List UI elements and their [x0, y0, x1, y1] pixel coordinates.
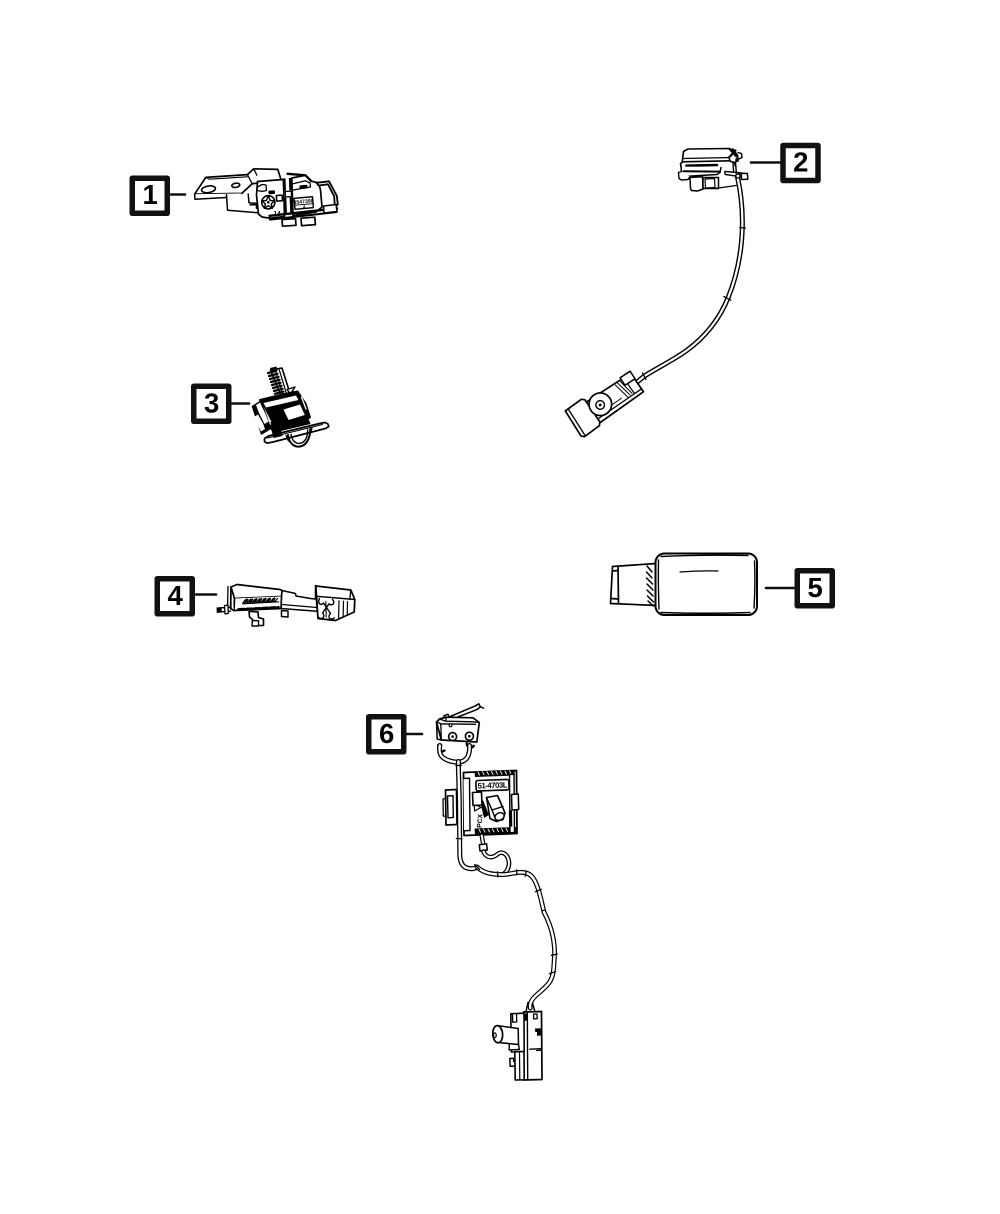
svg-text:4: 4 [303, 204, 306, 209]
svg-text:4: 4 [168, 580, 184, 611]
svg-text:3547398: 3547398 [293, 198, 314, 206]
svg-text:3: 3 [204, 387, 219, 418]
svg-text:1: 1 [143, 179, 158, 210]
svg-text:6: 6 [379, 718, 394, 749]
svg-text:PCX: PCX [477, 813, 485, 828]
svg-text:2: 2 [793, 147, 808, 178]
svg-text:51-4703L: 51-4703L [477, 780, 508, 790]
svg-text:5: 5 [808, 572, 823, 603]
